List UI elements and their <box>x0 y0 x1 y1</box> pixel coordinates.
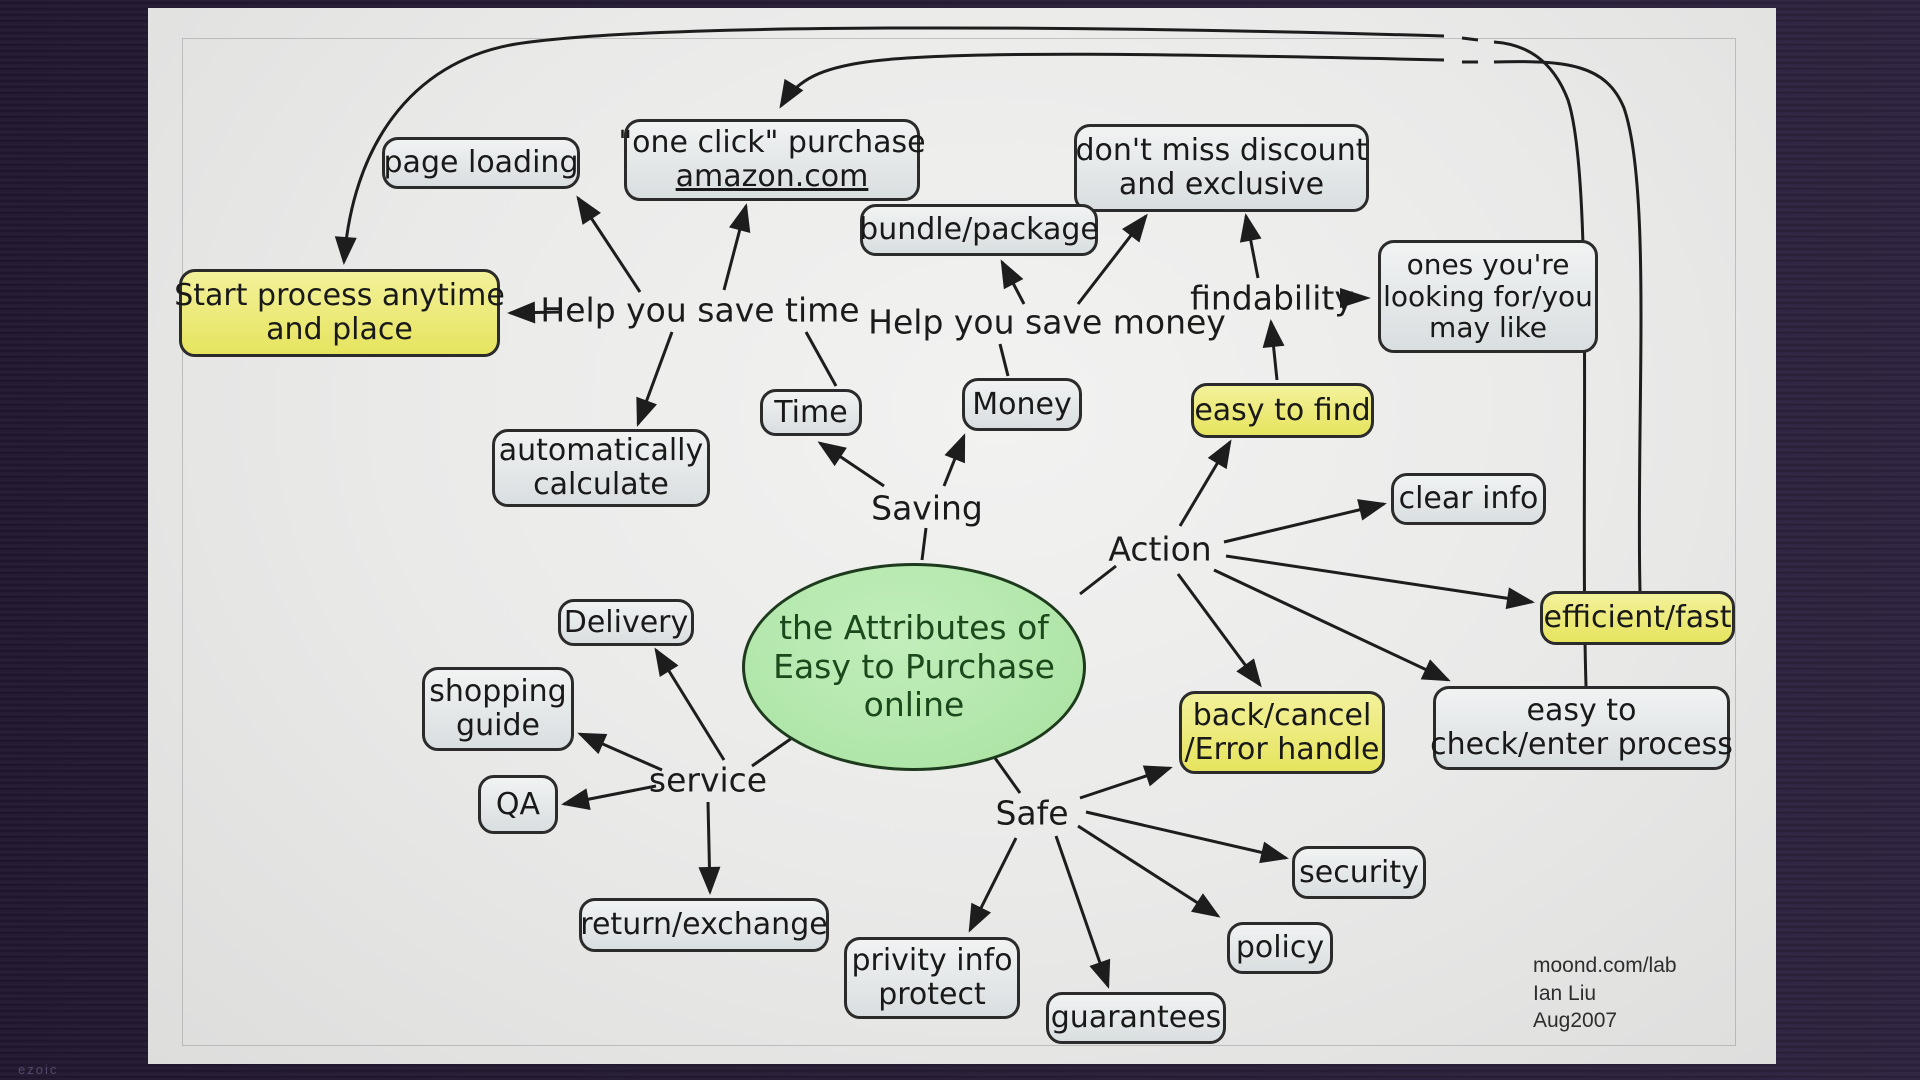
node-label-line: shopping <box>429 674 567 710</box>
label-help-you-save-money: Help you save money <box>868 302 1226 342</box>
node-delivery: Delivery <box>558 599 694 646</box>
node-easy-to-find: easy to find <box>1191 383 1374 438</box>
node-label-line: automatically <box>498 433 704 469</box>
node-start-process-anytime: Start process anytime and place <box>174 269 505 357</box>
node-label-line: guide <box>456 708 540 743</box>
node-label-line: calculate <box>533 467 669 502</box>
node-label-line: check/enter process <box>1430 727 1733 762</box>
credit-line-date: Aug2007 <box>1533 1009 1618 1033</box>
node-label-line: security <box>1299 854 1419 890</box>
node-label-line: don't miss discount <box>1075 133 1368 169</box>
node-label-line: easy to find <box>1194 392 1371 428</box>
node-label-line: bundle/package <box>859 212 1099 248</box>
node-return-exchange: return/exchange <box>579 898 829 952</box>
node-label-line: back/cancel <box>1192 697 1372 733</box>
node-guarantees: guarantees <box>1046 992 1226 1044</box>
node-label-line: "one click" purchase <box>618 125 926 161</box>
node-time: Time <box>760 389 862 436</box>
node-label-line: page loading <box>383 145 579 181</box>
node-policy: policy <box>1227 922 1333 974</box>
credit-line-site: moond.com/lab <box>1533 954 1677 977</box>
node-easy-to-check-enter-process: easy to check/enter process <box>1430 686 1733 770</box>
node-label-line: policy <box>1235 930 1325 966</box>
node-security: security <box>1292 846 1426 899</box>
node-clear-info: clear info <box>1391 473 1546 525</box>
node-label-line: guarantees <box>1050 1000 1222 1036</box>
node-bundle-package: bundle/package <box>859 204 1099 256</box>
node-label-line: looking for/you <box>1383 279 1593 313</box>
node-label-line: return/exchange <box>580 907 828 943</box>
node-label-line: efficient/fast <box>1543 600 1732 636</box>
node-label-line: easy to <box>1526 693 1637 729</box>
node-label-line: /Error handle <box>1184 731 1380 767</box>
label-action: Action <box>1108 529 1212 569</box>
node-label-line: privity info <box>851 943 1013 979</box>
node-label-line: Delivery <box>563 604 689 640</box>
node-qa: QA <box>478 775 558 834</box>
node-one-click-purchase: "one click" purchase amazon.com <box>618 119 926 201</box>
slide-inner-border <box>182 38 1736 1046</box>
node-label-line: ones you're <box>1406 248 1570 282</box>
node-label-line: and place <box>266 312 413 347</box>
node-label-line: Time <box>774 394 848 430</box>
central-topic-ellipse: the Attributes of Easy to Purchase onlin… <box>742 563 1086 771</box>
ezoic-watermark: ezoic <box>18 1062 59 1077</box>
label-findability: findability <box>1190 278 1354 318</box>
node-label-line: Money <box>972 386 1072 422</box>
node-money: Money <box>962 378 1082 431</box>
central-topic-line: online <box>863 685 965 725</box>
node-label-line: Start process anytime <box>174 278 505 314</box>
node-back-cancel-error-handle: back/cancel /Error handle <box>1179 691 1385 774</box>
node-label-line: QA <box>495 786 541 822</box>
node-dont-miss-discount: don't miss discount and exclusive <box>1074 124 1369 212</box>
credits: moond.com/lab Ian Liu Aug2007 <box>1533 952 1677 1035</box>
amazon-link-text: amazon.com <box>675 159 869 194</box>
node-efficient-fast: efficient/fast <box>1540 591 1735 645</box>
node-shopping-guide: shopping guide <box>422 667 574 751</box>
central-topic-line: Easy to Purchase <box>773 646 1055 686</box>
label-help-you-save-time: Help you save time <box>540 290 860 330</box>
node-label-line: may like <box>1429 311 1547 345</box>
node-automatically-calculate: automatically calculate <box>492 429 710 507</box>
node-label-line: clear info <box>1398 481 1539 517</box>
label-safe: Safe <box>995 793 1069 833</box>
central-topic-line: the Attributes of <box>779 607 1049 647</box>
node-ones-youre-looking-for: ones you're looking for/you may like <box>1378 240 1598 353</box>
label-service: service <box>648 760 768 800</box>
node-label-line: and exclusive <box>1118 167 1325 202</box>
node-label-line: protect <box>878 977 986 1012</box>
node-page-loading: page loading <box>382 137 580 189</box>
label-saving: Saving <box>871 488 983 528</box>
node-privity-info-protect: privity info protect <box>844 937 1020 1019</box>
credit-line-author: Ian Liu <box>1533 981 1597 1005</box>
